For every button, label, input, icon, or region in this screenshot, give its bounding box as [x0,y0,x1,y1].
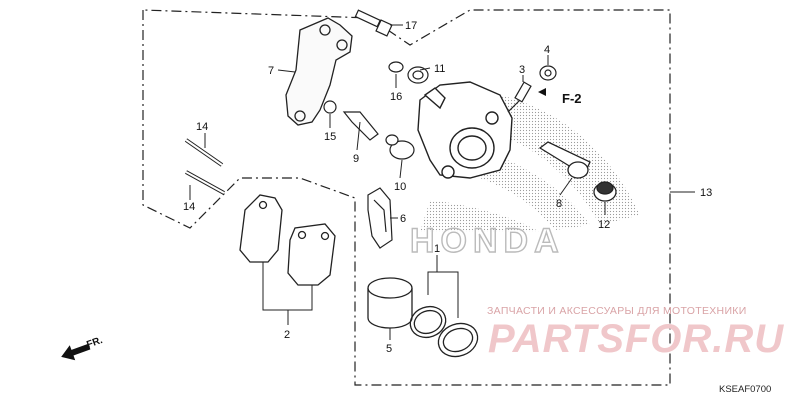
direction-label: FR. [85,335,104,351]
boot-10 [385,134,415,160]
callout-2: 2 [284,329,290,341]
pin-14-upper [184,138,224,167]
seal-set-1 [409,305,479,358]
reference-label: F-2 [562,91,582,106]
callout-9: 9 [353,153,359,165]
callout-8: 8 [556,198,562,210]
watermark-brand: PARTSFOR.RU [488,317,784,361]
diagram-code: KSEAF0700 [719,384,771,395]
assembly-outline [142,9,671,386]
pin-14-lower [185,170,225,195]
front-direction-arrow [61,343,91,361]
honda-wordmark: HONDA [410,222,565,260]
watermark-subtitle: ЗАПЧАСТИ И АКСЕССУАРЫ ДЛЯ МОТОТЕХНИКИ [487,305,747,317]
pin-cap-12 [593,181,617,202]
callout-12: 12 [598,219,610,231]
leader-1 [427,271,459,318]
ring-16 [388,61,404,73]
callout-16: 16 [390,91,402,103]
callout-17: 17 [405,20,417,32]
callout-11: 11 [434,63,445,75]
callout-15: 15 [324,131,336,143]
slide-pin-8 [538,141,591,179]
caliper-body [417,81,513,179]
callout-7: 7 [268,65,274,77]
boot-11 [407,66,429,84]
callout-14-upper: 14 [196,121,208,133]
callout-5: 5 [386,343,392,355]
slide-pin-9 [342,111,379,141]
callout-10: 10 [394,181,406,193]
bleeder-screw-3 [507,81,532,113]
callout-6: 6 [400,213,406,225]
piston-5 [367,277,413,329]
callout-14-lower: 14 [183,201,195,213]
brake-pad-right [287,223,336,286]
callout-1: 1 [434,243,440,255]
brake-pad-left [239,194,283,263]
leader-lines [189,24,695,340]
pad-spring-6 [367,187,393,249]
callout-3: 3 [519,64,525,76]
ring-15 [323,100,337,114]
caliper-bracket [285,17,353,126]
reference-arrow [538,88,546,96]
callout-4: 4 [544,44,550,56]
bolt-17 [354,9,393,37]
callout-13: 13 [700,187,712,199]
bleeder-cap-4 [539,65,557,81]
